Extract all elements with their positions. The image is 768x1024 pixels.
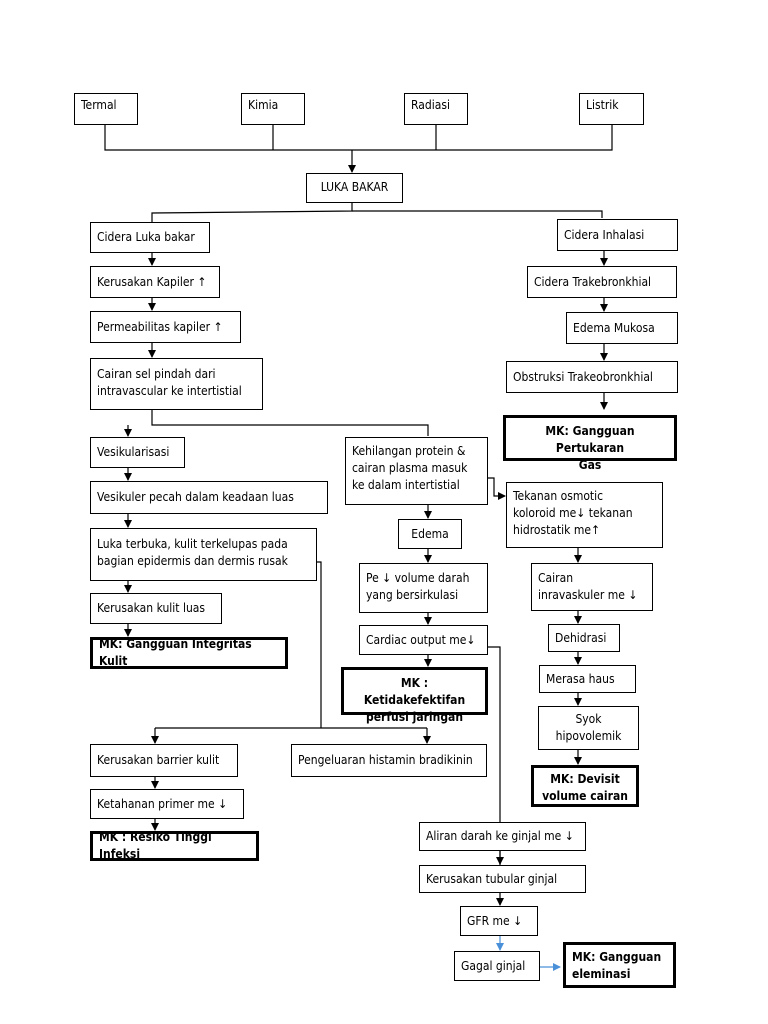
node-cardiac-output: Cardiac output me↓: [359, 625, 488, 655]
node-kerusakan-kapiler: Kerusakan Kapiler ↑: [90, 266, 220, 298]
node-kerusakan-barrier-kulit: Kerusakan barrier kulit: [90, 744, 238, 777]
node-aliran-darah-ginjal: Aliran darah ke ginjal me ↓: [419, 822, 586, 851]
node-mk-integritas-kulit: MK: Gangguan Integritas Kulit: [90, 637, 288, 669]
node-cidera-trakebronkhial: Cidera Trakebronkhial: [527, 266, 677, 298]
node-edema-mukosa: Edema Mukosa: [566, 312, 678, 344]
node-volume-darah: Pe ↓ volume darah yang bersirkulasi: [359, 563, 488, 613]
node-kehilangan-protein: Kehilangan protein & cairan plasma masuk…: [345, 437, 488, 505]
node-radiasi: Radiasi: [404, 93, 468, 125]
node-vesikularisasi: Vesikularisasi: [90, 437, 185, 468]
node-termal: Termal: [74, 93, 138, 125]
node-dehidrasi: Dehidrasi: [548, 624, 620, 652]
node-mk-perfusi-jaringan: MK : Ketidakefektifan perfusi jaringan: [341, 667, 488, 724]
node-permeabilitas-kapiler: Permeabilitas kapiler ↑: [90, 311, 241, 343]
node-obstruksi-trakeobronkhial: Obstruksi Trakeobronkhial: [506, 361, 678, 393]
node-mk-pertukaran-gas: MK: Gangguan Pertukaran Gas: [503, 415, 677, 472]
node-kerusakan-kulit-luas: Kerusakan kulit luas: [90, 593, 222, 624]
node-cairan-intravaskuler: Cairan inravaskuler me ↓: [531, 563, 653, 611]
node-luka-bakar: LUKA BAKAR: [306, 173, 403, 203]
node-mk-gangguan-eleminasi: MK: Gangguan eleminasi: [563, 942, 676, 988]
node-cidera-inhalasi: Cidera Inhalasi: [557, 219, 678, 251]
node-luka-terbuka: Luka terbuka, kulit terkelupas pada bagi…: [90, 528, 317, 581]
node-gagal-ginjal: Gagal ginjal: [454, 951, 540, 981]
node-edema: Edema: [398, 519, 462, 549]
node-cidera-luka-bakar: Cidera Luka bakar: [90, 222, 210, 253]
node-mk-resiko-infeksi: MK : Resiko Tinggi Infeksi: [90, 830, 259, 861]
node-ketahanan-primer: Ketahanan primer me ↓: [90, 789, 244, 819]
node-gfr: GFR me ↓: [460, 906, 538, 936]
node-cairan-sel-pindah: Cairan sel pindah dari intravascular ke …: [90, 358, 263, 410]
node-kimia: Kimia: [241, 93, 305, 125]
node-mk-devisit-volume-cairan: MK: Devisit volume cairan: [531, 765, 639, 807]
node-pengeluaran-histamin: Pengeluaran histamin bradikinin: [291, 744, 487, 777]
node-kerusakan-tubular: Kerusakan tubular ginjal: [419, 865, 586, 893]
node-vesikuler-pecah: Vesikuler pecah dalam keadaan luas: [90, 481, 328, 514]
node-syok-hipovolemik: Syok hipovolemik: [538, 706, 639, 750]
node-listrik: Listrik: [579, 93, 644, 125]
node-merasa-haus: Merasa haus: [539, 665, 636, 693]
node-tekanan-osmotic: Tekanan osmotic koloroid me↓ tekanan hid…: [506, 482, 663, 548]
